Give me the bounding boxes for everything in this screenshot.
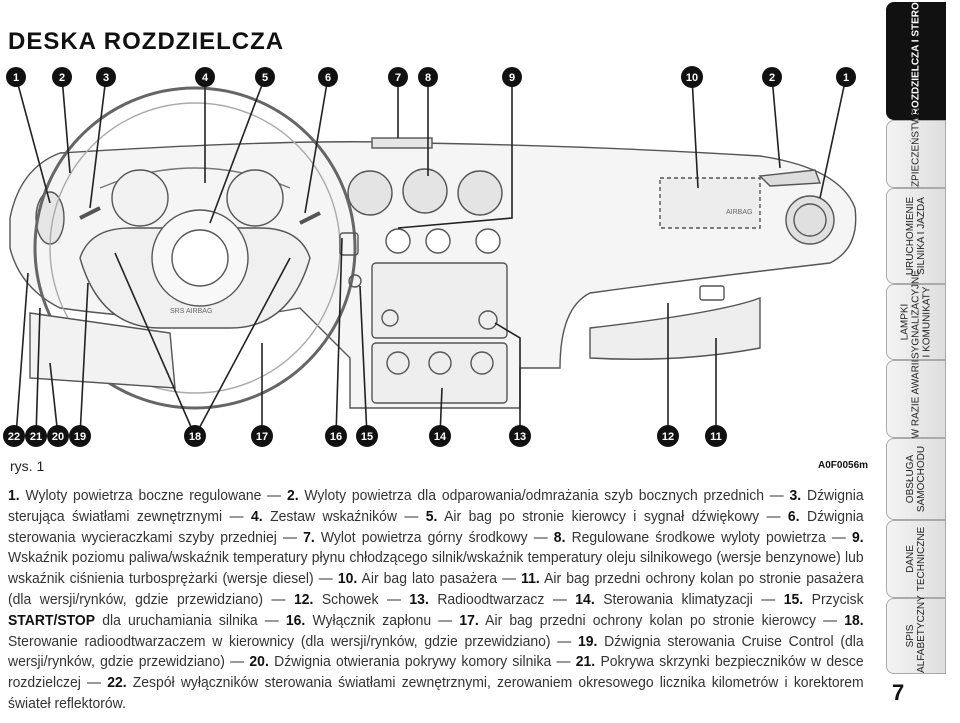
tab-label: SPIS ALFABETYCZNY [905, 595, 927, 673]
callout-13: 13 [509, 425, 531, 447]
tab-uruchomienie[interactable]: URUCHOMIENIE SILNIKA I JAZDA [886, 188, 946, 284]
callout-17: 17 [251, 425, 273, 447]
callout-22: 22 [3, 425, 25, 447]
callouts-bottom: 22 21 20 19 18 17 16 15 14 13 12 11 [3, 425, 727, 447]
callout-21: 21 [25, 425, 47, 447]
legend-item: 19. Dźwignia sterowania Cruise Control (… [8, 632, 864, 671]
tab-spis[interactable]: SPIS ALFABETYCZNY [886, 595, 946, 674]
callout-2-top: 2 [52, 67, 72, 87]
callout-5: 5 [255, 67, 275, 87]
legend-item: 20. Dźwignia otwierania pokrywy komory s… [249, 653, 576, 671]
svg-text:2: 2 [769, 72, 775, 84]
legend-item: 3. Dźwignia sterująca światłami zewnętrz… [8, 487, 864, 525]
svg-text:13: 13 [514, 431, 526, 443]
figure-id: A0F0056m [818, 460, 869, 471]
tab-label: DANE TECHNICZNE [905, 526, 927, 592]
tab-label: W RAZIE AWARII [910, 359, 922, 439]
svg-text:11: 11 [710, 431, 722, 443]
svg-text:1: 1 [843, 72, 849, 84]
legend-text: 1. Wyloty powietrza boczne regulowane — … [8, 486, 864, 715]
legend-item: 15. Przycisk START/STOP dla uruchamiania… [8, 590, 864, 629]
callout-7: 7 [388, 67, 408, 87]
legend-item: 13. Radioodtwarzacz — [409, 590, 576, 608]
page-title: DESKA ROZDZIELCZA [8, 28, 285, 55]
legend-item: 16. Wyłącznik zapłonu — [285, 611, 460, 629]
legend-item: 12. Schowek — [293, 590, 410, 608]
svg-text:7: 7 [395, 72, 401, 84]
svg-text:9: 9 [509, 72, 515, 84]
svg-text:6: 6 [325, 72, 331, 84]
callout-20: 20 [47, 425, 69, 447]
tab-w-razie-awarii[interactable]: W RAZIE AWARII [886, 360, 946, 438]
legend-item: 17. Air bag przedni ochrony kolan po str… [459, 611, 845, 629]
tab-label: BEZPIECZEŃSTWO [910, 107, 922, 201]
legend-item: 8. Regulowane środkowe wyloty powietrza … [553, 528, 852, 546]
svg-text:18: 18 [189, 431, 201, 443]
svg-text:8: 8 [425, 72, 431, 84]
figure-caption: rys. 1 [10, 458, 45, 474]
airbag-label: AIRBAG [726, 209, 752, 216]
callout-9: 9 [502, 67, 522, 87]
svg-text:15: 15 [361, 431, 373, 443]
svg-text:2: 2 [59, 72, 65, 84]
callout-19: 19 [69, 425, 91, 447]
callout-4: 4 [195, 67, 215, 87]
callout-10: 10 [681, 66, 703, 88]
tab-obsluga[interactable]: OBSŁUGA SAMOCHODU [886, 438, 946, 520]
svg-text:17: 17 [256, 431, 268, 443]
legend-item: 22. Zespół wyłączników sterowania światł… [8, 674, 864, 712]
svg-text:4: 4 [202, 72, 209, 84]
legend-item: 1. Wyloty powietrza boczne regulowane — [8, 487, 287, 504]
legend-item: 6. Dźwignia sterowania wycieraczkami szy… [8, 507, 864, 546]
callout-2-right: 2 [762, 67, 782, 87]
tab-label: URUCHOMIENIE SILNIKA I JAZDA [905, 196, 927, 276]
tab-label: OBSŁUGA SAMOCHODU [905, 445, 927, 513]
legend-item: 11. Air bag przedni ochrony kolan po str… [8, 570, 864, 608]
tab-dane-techniczne[interactable]: DANE TECHNICZNE [886, 520, 946, 598]
callout-16: 16 [325, 425, 347, 447]
callout-1-right: 1 [836, 67, 856, 87]
tab-lampki[interactable]: LAMPKI SYGNALIZACYJNE I KOMUNIKATY [886, 270, 946, 360]
callout-14: 14 [429, 425, 451, 447]
callout-8: 8 [418, 67, 438, 87]
svg-text:21: 21 [30, 431, 42, 443]
tab-label: LAMPKI SYGNALIZACYJNE I KOMUNIKATY [899, 270, 933, 359]
svg-text:22: 22 [8, 431, 20, 443]
callout-11: 11 [705, 425, 727, 447]
legend-item: 4. Zestaw wskaźników — [250, 507, 426, 525]
callouts-top: 1 2 3 4 5 6 7 8 9 10 2 1 [6, 66, 856, 88]
svg-text:19: 19 [74, 431, 86, 443]
svg-text:5: 5 [262, 72, 268, 84]
dashboard-illustration: AIRBAG SRS AIRBAG 1 2 3 4 5 [3, 66, 857, 447]
svg-text:20: 20 [52, 431, 64, 443]
svg-text:12: 12 [662, 431, 674, 443]
legend-item: 5. Air bag po stronie kierowcy i sygnał … [425, 507, 788, 525]
svg-text:10: 10 [686, 72, 698, 84]
legend-item: 14. Sterowania klimatyzacji — [575, 590, 784, 608]
legend-item: 18. Sterowanie radioodtwarzaczem w kiero… [8, 611, 864, 650]
tab-bezpieczenstwo[interactable]: BEZPIECZEŃSTWO [886, 108, 946, 200]
legend-item: 7. Wylot powietrza górny środkowy — [303, 528, 554, 546]
callout-6: 6 [318, 67, 338, 87]
legend-item: 21. Pokrywa skrzynki bezpieczników w des… [8, 653, 864, 692]
page-number: 7 [892, 680, 905, 705]
tab-deska-rozdzielcza[interactable]: DESKA ROZDZIELCZA I STEROWANIE [886, 0, 946, 153]
callout-1-top: 1 [6, 67, 26, 87]
callout-18: 18 [184, 425, 206, 447]
callout-3: 3 [96, 67, 116, 87]
svg-text:1: 1 [13, 72, 19, 84]
legend-item: 2. Wyloty powietrza dla odparowania/odmr… [286, 487, 790, 504]
svg-text:3: 3 [103, 72, 109, 84]
legend-item: 10. Air bag lato pasażera — [337, 570, 522, 588]
svg-text:16: 16 [330, 431, 342, 443]
svg-text:14: 14 [434, 431, 447, 443]
steering-airbag-label: SRS AIRBAG [170, 308, 212, 315]
callout-15: 15 [356, 425, 378, 447]
legend-item: 9. Wskaźnik poziomu paliwa/wskaźnik temp… [8, 528, 864, 588]
callout-12: 12 [657, 425, 679, 447]
chapter-sidebar: DESKA ROZDZIELCZA I STEROWANIE BEZPIECZE… [882, 0, 960, 723]
